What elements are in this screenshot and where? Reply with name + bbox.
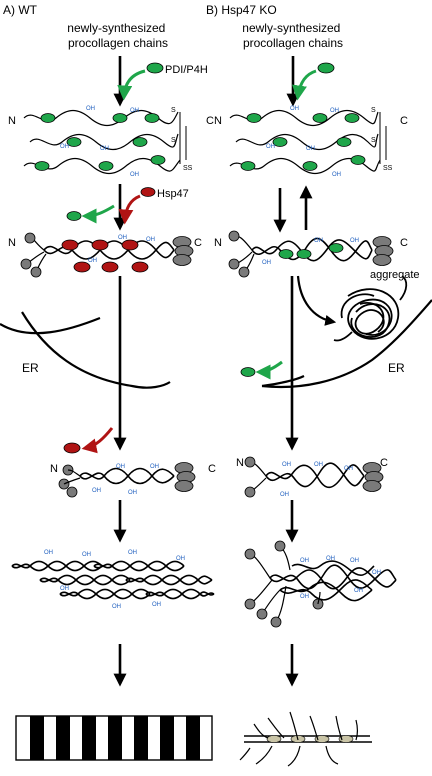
wt-ss: SS — [183, 165, 193, 172]
ko-oh-9: OH — [282, 462, 291, 468]
wt-oh-15: OH — [128, 550, 137, 556]
ko-oh-2: OH — [330, 108, 339, 114]
wt-oh-17: OH — [60, 586, 69, 592]
wt-hsp47-arrow — [118, 194, 141, 225]
wt-er-membrane — [0, 316, 101, 335]
wt-n-3: N — [50, 463, 58, 475]
ko-er-divider — [261, 375, 305, 388]
ko-oh-4: OH — [306, 146, 315, 152]
ko-oh-6: OH — [262, 260, 271, 266]
wt-fibrils: OH OH OH OH OH OH OH — [11, 550, 215, 610]
ko-start-label: newly-synthesized procollagen chains — [242, 21, 343, 50]
wt-pdi-free — [146, 62, 164, 74]
wt-oh-3: OH — [60, 144, 69, 150]
ko-oh-17: OH — [354, 588, 363, 594]
wt-start-label: newly-synthesized procollagen chains — [67, 21, 168, 50]
wt-c-1: C — [206, 115, 214, 127]
wt-pdi-arrow — [117, 69, 146, 101]
wt-oh-13: OH — [44, 550, 53, 556]
ko-oh-5: OH — [332, 172, 341, 178]
ko-aggregate — [333, 275, 408, 342]
ko-c-3: C — [380, 457, 388, 469]
panel-a-title: A) WT — [3, 3, 38, 17]
wt-hsp47-label: Hsp47 — [157, 188, 189, 200]
ko-er-membrane — [261, 299, 432, 389]
wt-oh-14: OH — [82, 552, 91, 558]
wt-oh-9: OH — [116, 464, 125, 470]
wt-n-1: N — [8, 115, 16, 127]
ko-n-2: N — [214, 237, 222, 249]
ko-aggregate-arrow — [296, 275, 337, 326]
ko-abnormal-fibril — [239, 711, 372, 767]
ko-n-1: N — [214, 115, 222, 127]
wt-oh-12: OH — [128, 490, 137, 496]
wt-oh-7: OH — [118, 235, 127, 241]
wt-pdi-released — [66, 211, 82, 221]
ko-ss: SS — [383, 165, 393, 172]
wt-oh-5: OH — [130, 172, 139, 178]
ko-oh-7: OH — [314, 238, 323, 244]
ko-disordered-fibrils: OH OH OH OH OH OH — [244, 540, 397, 628]
wt-c-2: C — [194, 237, 202, 249]
ko-oh-10: OH — [314, 462, 323, 468]
wt-er-curve — [21, 311, 171, 389]
ko-unfolded-chains: N C S S SS OH OH OH OH OH — [214, 106, 408, 178]
ko-pdi-released — [240, 367, 256, 377]
wt-oh-11: OH — [150, 464, 159, 470]
wt-hsp47-free — [140, 187, 156, 197]
ko-aggregate-label: aggregate — [370, 269, 420, 281]
wt-start-line1: newly-synthesized — [67, 21, 165, 35]
wt-unfolded-chains: N C S S SS OH OH OH OH OH — [8, 106, 214, 178]
ko-oh-13: OH — [300, 558, 309, 564]
wt-hsp47-release-arrow — [81, 427, 114, 454]
ko-s-2: S — [371, 137, 376, 144]
wt-s-1: S — [171, 107, 176, 114]
wt-oh-2: OH — [130, 108, 139, 114]
ko-oh-16: OH — [372, 570, 381, 576]
wt-oh-6: OH — [88, 258, 97, 264]
wt-oh-16: OH — [176, 556, 185, 562]
ko-pdi-release-arrow — [255, 360, 283, 380]
ko-n-3: N — [236, 457, 244, 469]
ko-oh-14: OH — [326, 556, 335, 562]
ko-c-2: C — [400, 237, 408, 249]
ko-oh-11: OH — [344, 466, 353, 472]
ko-start-line2: procollagen chains — [243, 36, 343, 50]
wt-oh-8: OH — [146, 237, 155, 243]
wt-hsp47-released — [63, 442, 81, 454]
ko-c-1: C — [400, 115, 408, 127]
wt-pdi-release-arrow — [81, 204, 115, 224]
ko-s-1: S — [371, 107, 376, 114]
wt-s-2: S — [171, 137, 176, 144]
ko-oh-15: OH — [350, 558, 359, 564]
ko-er-label: ER — [388, 361, 405, 375]
ko-oh-1: OH — [290, 106, 299, 112]
wt-banded-fibril — [15, 715, 213, 761]
wt-pdi-label: PDI/P4H — [165, 64, 208, 76]
ko-pdi-free — [317, 62, 335, 74]
wt-helix-hsp47: N C OH OH OH — [8, 232, 202, 278]
ko-oh-18: OH — [300, 594, 309, 600]
ko-start-line1: newly-synthesized — [242, 21, 340, 35]
ko-misfolded-helix: N C OH OH OH — [214, 230, 408, 278]
wt-oh-4: OH — [100, 146, 109, 152]
wt-oh-18: OH — [112, 604, 121, 610]
wt-oh-10: OH — [92, 488, 101, 494]
wt-start-line2: procollagen chains — [68, 36, 168, 50]
ko-oh-3: OH — [266, 144, 275, 150]
ko-procollagen: N C OH OH OH OH — [236, 456, 388, 498]
ko-pdi-arrow — [292, 69, 317, 101]
ko-oh-12: OH — [280, 492, 289, 498]
ko-oh-8: OH — [350, 238, 359, 244]
wt-c-3: C — [208, 463, 216, 475]
wt-oh-1: OH — [86, 106, 95, 112]
wt-oh-19: OH — [152, 602, 161, 608]
wt-er-label: ER — [22, 361, 39, 375]
wt-procollagen: N C OH OH OH OH — [50, 462, 216, 498]
panel-b-title: B) Hsp47 KO — [206, 3, 277, 17]
wt-n-2: N — [8, 237, 16, 249]
